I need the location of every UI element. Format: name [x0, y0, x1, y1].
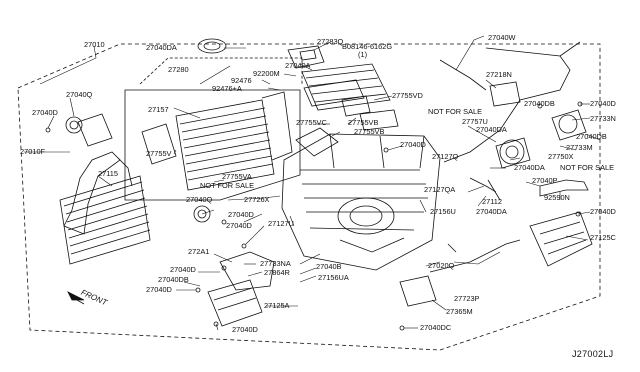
label-27040D-b: 27040D: [226, 221, 252, 230]
actuator-intake: [489, 81, 521, 107]
label-27757U: 27757U: [462, 117, 488, 126]
label-27040D-left: 27040D: [32, 108, 58, 117]
label-27040DB-r2: 27040DB: [576, 132, 607, 141]
label-27040W: 27040W: [488, 33, 516, 42]
label-27040DB-r1: 27040DB: [524, 99, 555, 108]
label-not-for-sale-mid: NOT FOR SALE: [200, 181, 255, 190]
label-08146-qty: (1): [358, 50, 368, 59]
label-92476A: 92476+A: [212, 84, 242, 93]
evaporator-core: [175, 99, 275, 191]
case-duct: [295, 127, 339, 157]
link-rod: [469, 177, 497, 193]
label-08146-6162G: B08146-6162G: [342, 42, 393, 51]
seal-strip-2: [261, 91, 293, 161]
assembly-boundary: [17, 43, 601, 351]
label-27040A: 27040A: [285, 61, 311, 70]
label-27040D-bottom: 27040D: [232, 325, 258, 334]
label-27755VC: 27755VC: [296, 118, 327, 127]
heater-core: [59, 175, 151, 265]
label-27755VB-2: 27755VB: [354, 127, 385, 136]
label-27040D-r1: 27040D: [590, 99, 616, 108]
label-27723P: 27723P: [454, 294, 480, 303]
reference-code: J27002LJ: [572, 349, 614, 359]
label-27127QA: 27127QA: [424, 185, 456, 194]
label-92590N: 92590N: [544, 193, 570, 202]
actuator-mode: [495, 137, 531, 169]
label-27127Q: 27127Q: [432, 152, 459, 161]
label-27010F: 27010F: [20, 147, 46, 156]
pad-27365M: [399, 275, 437, 307]
seal-strip: [141, 123, 177, 165]
label-27280: 27280: [168, 65, 189, 74]
label-27125A: 27125A: [264, 301, 290, 310]
label-27726X: 27726X: [244, 195, 270, 204]
bolts: [45, 101, 583, 331]
seal-vb1: [341, 95, 371, 117]
label-27125C: 27125C: [590, 233, 616, 242]
label-27040DA-top: 27040DA: [146, 43, 177, 52]
label-27040DA-low: 27040DA: [476, 207, 507, 216]
resistor-harness: [219, 251, 275, 291]
pipe-flange: [77, 113, 113, 147]
label-27365M: 27365M: [446, 307, 473, 316]
blower-motor: [193, 205, 211, 223]
label-27115: 27115: [98, 169, 119, 178]
label-27040D-mid: 27040D: [400, 140, 426, 149]
label-27040DB-low: 27040DB: [158, 275, 189, 284]
label-27750X: 27750X: [548, 152, 574, 161]
filter-frame: [301, 63, 391, 111]
duct-27125C: [529, 211, 593, 267]
label-27283Q: 27283Q: [317, 37, 344, 46]
hvac-case: [281, 133, 441, 271]
label-92200M: 92200M: [253, 69, 280, 78]
label-27112: 27112: [482, 197, 503, 206]
label-27733M: 27733M: [566, 143, 593, 152]
label-27218N: 27218N: [486, 70, 512, 79]
label-27755V: 27755V: [146, 149, 172, 158]
label-27733NA: 27733NA: [260, 259, 291, 268]
aspirator-hose: [539, 179, 589, 197]
label-27156U: 27156U: [430, 207, 456, 216]
heater-pipe: [63, 151, 121, 235]
label-not-for-sale-right-1: NOT FOR SALE: [428, 107, 483, 116]
gasket-frame: [303, 79, 365, 107]
label-27040DA-r: 27040DA: [514, 163, 545, 172]
label-27157: 27157: [148, 105, 169, 114]
label-27020Q: 27020Q: [428, 261, 455, 270]
label-27040DC: 27040DC: [420, 323, 452, 332]
label-272A1: 272A1: [188, 247, 210, 256]
label-27040DA-mid: 27040DA: [476, 125, 507, 134]
label-27127U: 27127U: [268, 219, 294, 228]
grommet: [197, 38, 227, 54]
label-27864R: 27864R: [264, 268, 290, 277]
heater-pipe-2: [117, 157, 133, 187]
label-27040B: 27040B: [316, 262, 342, 271]
label-27040P: 27040P: [532, 176, 558, 185]
actuator-mix: [551, 109, 587, 141]
label-27040Q-left: 27040Q: [66, 90, 93, 99]
wire-harness: [443, 47, 571, 163]
label-27040D-d: 27040D: [146, 285, 172, 294]
label-27755VA: 27755VA: [222, 172, 252, 181]
label-27040D-r3: 27040D: [590, 207, 616, 216]
seal-vb2: [359, 109, 399, 131]
core-sub-boundary: [139, 57, 303, 85]
sensor-cable: [429, 239, 521, 273]
duct-27125A: [207, 279, 263, 327]
label-27733N: 27733N: [590, 114, 616, 123]
label-27156UA: 27156UA: [318, 273, 349, 282]
evaporator-box-boundary: [124, 89, 301, 201]
label-27040Q-mid: 27040Q: [186, 195, 213, 204]
label-27010: 27010: [84, 40, 105, 49]
leader-lines: [24, 35, 601, 331]
label-not-for-sale-right-2: NOT FOR SALE: [560, 163, 615, 172]
label-27755VB-1: 27755VB: [348, 118, 379, 127]
label-92476: 92476: [231, 76, 252, 85]
bracket-27283Q: [287, 45, 325, 69]
label-27040D-a: 27040D: [228, 210, 254, 219]
label-27755VD: 27755VD: [392, 91, 423, 100]
label-27040D-c: 27040D: [170, 265, 196, 274]
